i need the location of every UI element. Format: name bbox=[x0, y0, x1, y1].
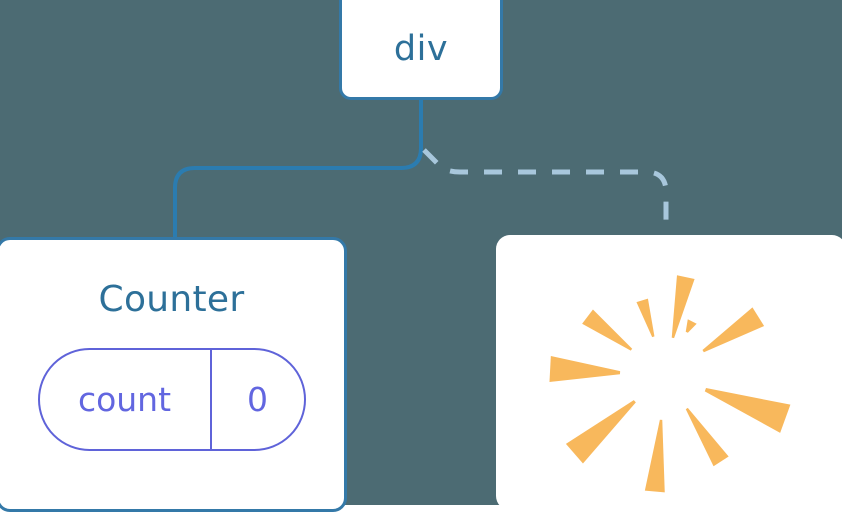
spoke-s bbox=[644, 419, 665, 493]
spoke-sse bbox=[685, 407, 729, 467]
spoke-nw bbox=[582, 309, 633, 351]
spoke-nnw bbox=[636, 298, 655, 338]
edge-root-to-counter bbox=[173, 98, 423, 240]
burst-icon bbox=[549, 275, 791, 493]
state-pill-value-label: 0 bbox=[247, 380, 268, 419]
state-pill-key: count bbox=[40, 350, 212, 449]
state-pill-value: 0 bbox=[212, 350, 304, 449]
state-pill-count[interactable]: count 0 bbox=[37, 348, 306, 451]
spoke-n bbox=[671, 275, 695, 339]
node-render-burst[interactable] bbox=[496, 235, 842, 510]
spoke-sw bbox=[565, 400, 636, 464]
spoke-ene bbox=[702, 307, 765, 353]
node-counter[interactable]: Counter count 0 bbox=[0, 237, 347, 512]
node-counter-label: Counter bbox=[98, 279, 245, 320]
node-div[interactable]: div bbox=[339, 0, 503, 100]
edge-root-to-burst bbox=[422, 148, 669, 236]
spoke-w bbox=[549, 356, 621, 382]
spoke-e bbox=[704, 388, 791, 433]
node-div-label: div bbox=[393, 29, 449, 69]
state-pill-key-label: count bbox=[77, 380, 172, 419]
spoke-nne bbox=[685, 319, 697, 333]
